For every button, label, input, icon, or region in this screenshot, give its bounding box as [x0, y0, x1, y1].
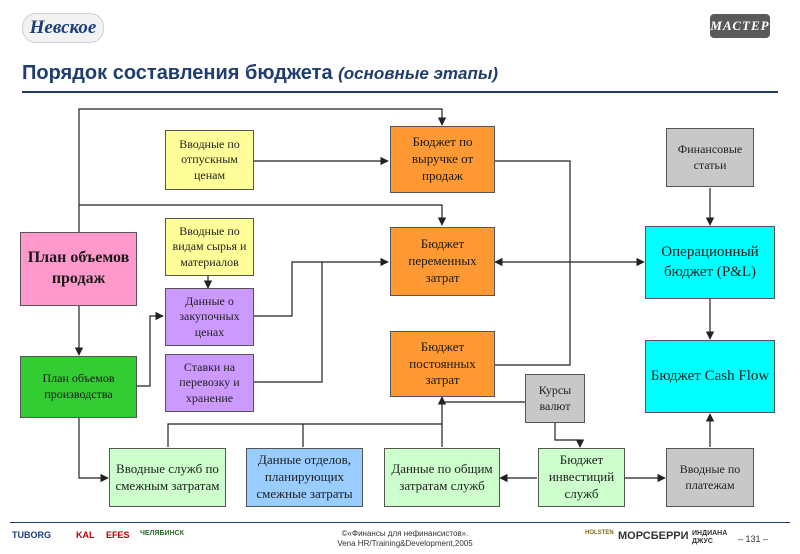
brand-efes-logo: EFES [106, 530, 130, 540]
page-number: – 131 – [738, 534, 769, 544]
box-financial-items: Финансовые статьи [666, 128, 754, 187]
box-operating-budget: Операционный бюджет (P&L) [645, 226, 775, 299]
conn-sales-to-revenue [78, 108, 447, 232]
box-investment-budget: Бюджет инвестиций служб [538, 448, 625, 507]
brand-tuborg-logo: TUBORG [12, 530, 51, 540]
conn-fx-to-investment [554, 423, 585, 448]
conn-production-to-deptinputs [78, 418, 109, 483]
nevskoe-logo: Невское [22, 13, 104, 43]
box-payment-inputs: Вводные по платежам [666, 448, 754, 507]
box-fx-rates: Курсы валют [525, 374, 585, 423]
conn-fixed-to-operating [495, 262, 571, 366]
conn-dept-to-fixed [167, 423, 442, 447]
footer-copyright: ©«Финансы для нефинансистов». Vena HR/Tr… [300, 529, 510, 550]
brand-indiana-juice-logo: ИНДИАНА ДЖУС [692, 530, 728, 545]
box-dept-inputs: Вводные служб по смежным затратам [109, 448, 226, 507]
box-input-prices: Вводные по отпускным ценам [165, 130, 254, 190]
box-cashflow-budget: Бюджет Cash Flow [645, 340, 775, 413]
box-production-plan: План объемов производства [20, 356, 137, 418]
footer-divider [10, 522, 790, 523]
conn-revenue-to-operating [495, 160, 571, 262]
master-logo: МАСТЕР [710, 14, 770, 38]
footer-line2: Vena HR/Training&Development,2005 [337, 539, 473, 549]
conn-production-to-purchase [132, 311, 164, 387]
title-subtitle: (основные этапы) [338, 64, 499, 83]
conn-sales-to-variable [79, 204, 447, 226]
box-general-costs: Данные по общим затратам служб [384, 448, 500, 507]
brand-morsberry-logo: МОРСБЕРРИ [618, 530, 689, 542]
brand-holsten-logo: HOLSTEN [585, 530, 614, 536]
brand-chelyabinsk-logo: ЧЕЛЯБИНСК [140, 530, 184, 537]
conn-transport-to-variable [254, 262, 323, 383]
box-dept-data: Данные отделов, планирующих смежные затр… [246, 448, 363, 507]
box-fixed-budget: Бюджет постоянных затрат [390, 331, 495, 397]
box-sales-plan: План объемов продаж [20, 232, 137, 306]
box-variable-budget: Бюджет переменных затрат [390, 227, 495, 296]
box-revenue-budget: Бюджет по выручке от продаж [390, 126, 495, 193]
box-transport-rates: Ставки на перевозку и хранение [165, 354, 254, 412]
brand-kal-logo: KAL [76, 530, 95, 540]
box-input-materials: Вводные по видам сырья и материалов [165, 218, 254, 276]
title-underline [22, 91, 778, 93]
page-title: Порядок составления бюджета (основные эт… [22, 62, 498, 85]
box-purchase-prices: Данные о закупочных ценах [165, 288, 254, 346]
title-main: Порядок составления бюджета [22, 62, 333, 84]
conn-purchase-to-variable [254, 257, 389, 317]
footer-line1: ©«Финансы для нефинансистов». [341, 529, 469, 538]
